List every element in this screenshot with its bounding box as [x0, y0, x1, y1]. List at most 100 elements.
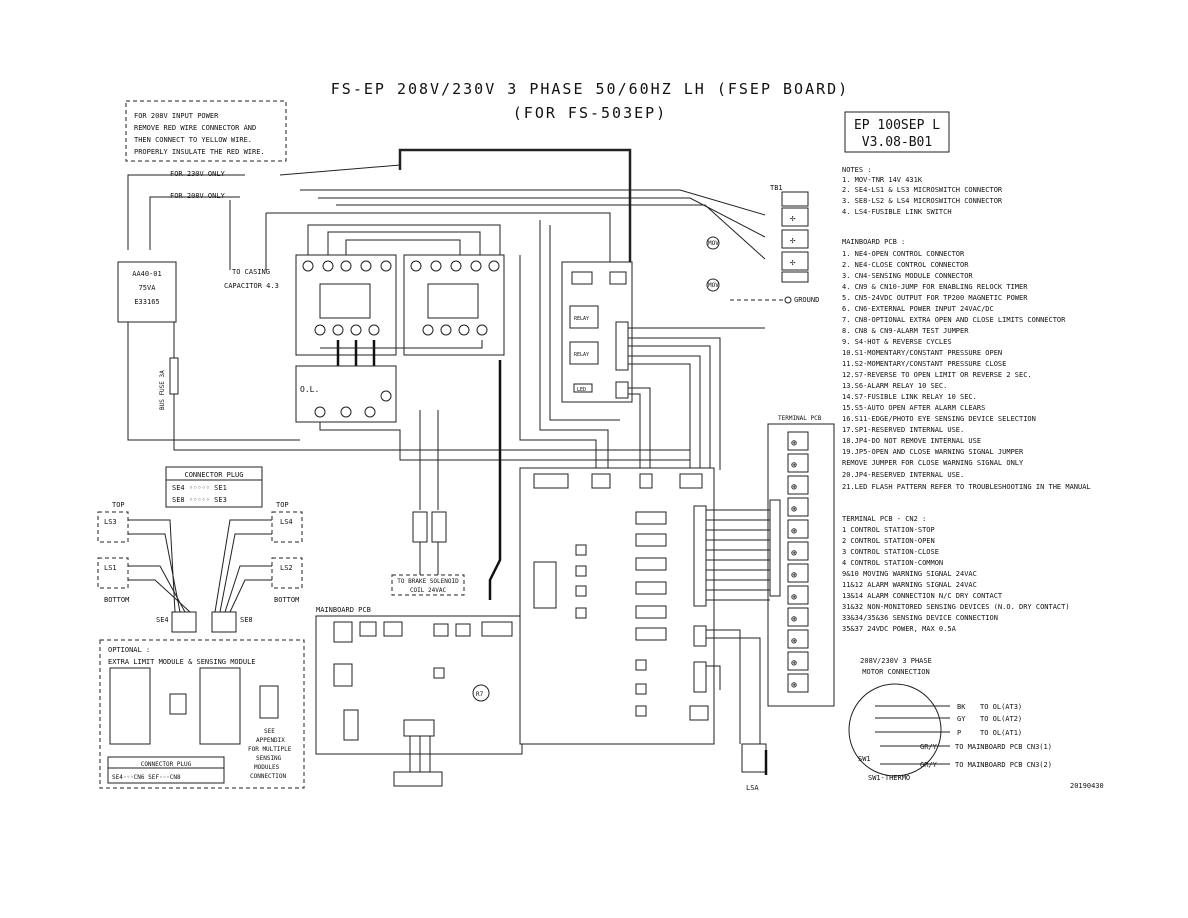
svg-text:⊕: ⊕	[791, 614, 797, 625]
motor-wire-dest: TO OL(AT2)	[980, 715, 1022, 723]
se4-connector	[171, 611, 197, 633]
connector-plug-2-row: SE4◦◦◦CN6 SEF◦◦◦CN8	[112, 774, 181, 781]
note-208v-line: PROPERLY INSULATE THE RED WIRE.	[134, 148, 265, 156]
power-wires: FOR 230V ONLY FOR 208V ONLY	[127, 148, 766, 270]
note-208v-box	[125, 100, 287, 162]
motor-wires: BK TO OL(AT3) GY TO OL(AT2) P TO OL(AT1)…	[858, 703, 1052, 782]
terminal-note-line: 1 CONTROL STATION-STOP	[842, 526, 935, 534]
se8-label: SE8	[240, 616, 253, 624]
brake-connectors	[412, 511, 447, 575]
svg-text:⊕: ⊕	[791, 636, 797, 647]
svg-text:⊕: ⊕	[791, 570, 797, 581]
mainboard-note-line: 21.LED FLASH PATTERN REFER TO TROUBLESHO…	[842, 483, 1091, 491]
motor-wire-color: GY	[957, 715, 966, 723]
appendix-line: SENSING	[256, 755, 282, 762]
svg-text:✢: ✢	[790, 214, 796, 224]
diagram-title-line1: FS-EP 208V/230V 3 PHASE 50/60HZ LH (FSEP…	[331, 80, 849, 98]
bottom-label-left: BOTTOM	[104, 596, 129, 604]
extra-limit-module	[109, 667, 151, 745]
terminal-note-line: 4 CONTROL STATION-COMMON	[842, 559, 943, 567]
notes-block: NOTES : 1. MOV-TNR 14V 431K 2. SE4-LS1 &…	[842, 166, 1003, 216]
bottom-label-right: BOTTOM	[274, 596, 299, 604]
transformer-model: AA40-01	[132, 270, 162, 278]
terminal-note-line: 31&32 NON-MONITORED SENSING DEVICES (N.O…	[842, 603, 1070, 611]
fuse-label: BUS FUSE 3A	[159, 370, 166, 410]
motor-thermo-label: SW1-THERMO	[868, 774, 910, 782]
svg-text:⊕: ⊕	[791, 482, 797, 493]
brake-solenoid-box	[391, 574, 465, 596]
mainboard-note-line: 18.JP4-DO NOT REMOVE INTERNAL USE	[842, 437, 981, 445]
brake-label-1: TO BRAKE SOLENOID	[397, 578, 459, 585]
mainboard-pcb-title: MAINBOARD PCB	[316, 606, 371, 614]
note-208v-line: REMOVE RED WIRE CONNECTOR AND	[134, 124, 256, 132]
ls1-switch	[97, 557, 129, 589]
mainboard-note-line: 16.S11-EDGE/PHOTO EYE SENSING DEVICE SEL…	[842, 415, 1036, 423]
mov-1-symbol	[706, 236, 720, 250]
overload-label: O.L.	[300, 385, 319, 394]
note-208v-line: FOR 208V INPUT POWER	[134, 112, 219, 120]
brake-label-2: COIL 24VAC	[410, 587, 447, 594]
relay-2	[569, 341, 599, 365]
motor-switch-label: SW1	[858, 755, 871, 763]
transformer-cert: E33165	[134, 298, 159, 306]
relay-led-label: LED	[577, 387, 586, 393]
opt-sef-connector	[259, 685, 279, 719]
tb1-label: TB1	[770, 184, 783, 192]
motor-wire-color: GR/Y	[920, 743, 938, 751]
terminal-note-line: 35&37 24VDC POWER, MAX 0.5A	[842, 625, 957, 633]
ls4-label: LS4	[280, 518, 293, 526]
notes-heading: NOTES :	[842, 166, 872, 174]
terminal-note-line: 13&14 ALARM CONNECTION N/C DRY CONTACT	[842, 592, 1003, 600]
relay-1-label: RELAY	[574, 316, 589, 322]
overload-terminals	[314, 390, 690, 461]
ls2-label: LS2	[280, 564, 293, 572]
note-line: 2. SE4-LS1 & LS3 MICROSWITCH CONNECTOR	[842, 186, 1003, 194]
ls1-label: LS1	[104, 564, 117, 572]
svg-text:⊕: ⊕	[791, 526, 797, 537]
terminal-blocks: ⊕ ⊕ ⊕ ⊕ ⊕ ⊕ ⊕ ⊕ ⊕ ⊕ ⊕ ⊕	[769, 431, 809, 693]
mainboard-note-line: 7. CN8-OPTIONAL EXTRA OPEN AND CLOSE LIM…	[842, 316, 1066, 324]
mainboard-note-line: 13.S6-ALARM RELAY 10 SEC.	[842, 382, 947, 390]
sensing-module	[199, 667, 241, 745]
mainboard-note-line: 8. CN8 & CN9-ALARM TEST JUMPER	[842, 327, 969, 335]
r7-label: R7	[476, 691, 484, 698]
connector-plug-row: SE4 ◦◦◦◦◦ SE1	[172, 484, 227, 492]
optional-heading: OPTIONAL :	[108, 646, 150, 654]
mainboard-note-line: 6. CN6-EXTERNAL POWER INPUT 24VAC/DC	[842, 305, 994, 313]
motor-heading-1: 208V/230V 3 PHASE	[860, 657, 932, 665]
mainboard-note-line: 10.S1-MOMENTARY/CONSTANT PRESSURE OPEN	[842, 349, 1002, 357]
note-line: 3. SE8-LS2 & LS4 MICROSWITCH CONNECTOR	[842, 197, 1003, 205]
mov-1-label: MOV	[708, 240, 719, 247]
note-line: 1. MOV-TNR 14V 431K	[842, 176, 923, 184]
appendix-line: SEE	[264, 728, 275, 735]
mainboard-note-line: REMOVE JUMPER FOR CLOSE WARNING SIGNAL O…	[842, 459, 1024, 467]
contactor-down	[403, 254, 505, 356]
terminal-note-line: 2 CONTROL STATION-OPEN	[842, 537, 935, 545]
mainboard-note-line: 4. CN9 & CN10-JUMP FOR ENABLING RELOCK T…	[842, 283, 1028, 291]
motor-wire-dest: TO OL(AT1)	[980, 729, 1022, 737]
optional-module-box	[99, 639, 305, 789]
terminal-notes-heading: TERMINAL PCB - CN2 :	[842, 515, 926, 523]
contactor-wiring	[307, 224, 501, 370]
ls2-switch	[271, 557, 303, 589]
relay-led	[573, 383, 593, 393]
r7-component	[472, 684, 490, 702]
connector-plug-2-title: CONNECTOR PLUG	[141, 761, 192, 768]
relay-1	[569, 305, 599, 329]
svg-text:✢: ✢	[790, 258, 796, 268]
limit-switches: TOP TOP LS3 LS4 LS1 LS2 BOTTOM BOTTOM SE…	[97, 501, 303, 633]
ls4-switch	[271, 511, 303, 543]
for-208v-label: FOR 208V ONLY	[170, 192, 226, 200]
lsa-label: LSA	[746, 784, 759, 792]
motor-wire-color: GR/Y	[920, 761, 938, 769]
ls3-switch	[97, 511, 129, 543]
mainboard-note-line: 12.S7-REVERSE TO OPEN LIMIT OR REVERSE 2…	[842, 371, 1032, 379]
svg-text:⊕: ⊕	[791, 460, 797, 471]
connector-plug-row: SE8 ◦◦◦◦◦ SE3	[172, 496, 227, 504]
overload-relay	[295, 365, 397, 423]
connector-plug-title: CONNECTOR PLUG	[184, 471, 243, 479]
appendix-line: MODULES	[254, 764, 280, 771]
contactor-terminals	[302, 260, 500, 336]
version-model: EP 100SEP L	[854, 118, 940, 133]
